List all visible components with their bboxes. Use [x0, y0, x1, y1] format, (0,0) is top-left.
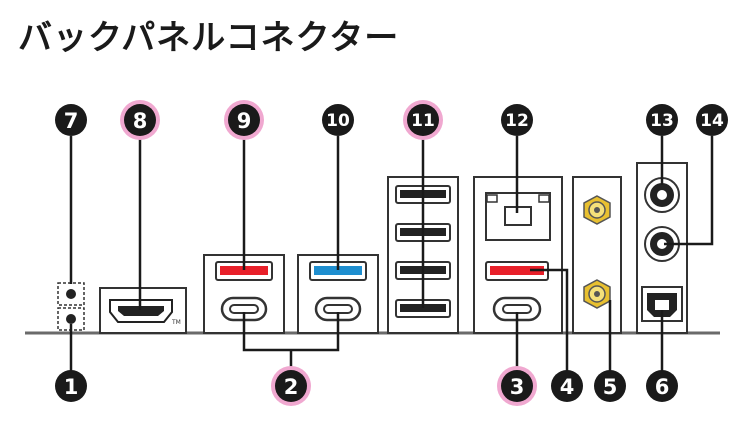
callout-5: 5: [594, 370, 626, 402]
callout-label-11: 11: [411, 111, 435, 131]
audio-group: [636, 162, 688, 334]
callout-label-12: 12: [505, 111, 529, 131]
callout-3: 3: [497, 366, 537, 406]
callout-label-13: 13: [650, 111, 674, 131]
callout-label-5: 5: [603, 375, 618, 399]
usb-group-10: [297, 254, 379, 334]
antenna-connectors: [572, 176, 622, 334]
callout-label-1: 1: [64, 375, 79, 399]
callout-label-7: 7: [64, 109, 79, 133]
callout-8: 8: [120, 100, 160, 140]
callout-13: 13: [646, 104, 678, 136]
hdmi-port: TM: [99, 287, 187, 334]
callout-14: 14: [696, 104, 728, 136]
callout-label-2: 2: [284, 375, 299, 399]
callout-10: 10: [322, 104, 354, 136]
small-buttons: [57, 282, 85, 331]
callout-6: 6: [646, 370, 678, 402]
callout-label-3: 3: [510, 375, 525, 399]
callout-1: 1: [55, 370, 87, 402]
callout-2: 2: [271, 366, 311, 406]
callout-label-14: 14: [700, 111, 724, 131]
callout-4: 4: [551, 370, 583, 402]
page-title: バックパネルコネクター: [18, 18, 400, 58]
callout-12: 12: [501, 104, 533, 136]
callout-label-9: 9: [237, 109, 252, 133]
callout-label-6: 6: [655, 375, 670, 399]
callout-label-8: 8: [133, 109, 148, 133]
leader-lines: [69, 136, 714, 373]
callout-label-10: 10: [326, 111, 350, 131]
callout-label-4: 4: [560, 375, 575, 399]
callout-9: 9: [224, 100, 264, 140]
callout-7: 7: [55, 104, 87, 136]
callout-11: 11: [403, 100, 443, 140]
hdmi-tm-label: TM: [171, 319, 181, 326]
